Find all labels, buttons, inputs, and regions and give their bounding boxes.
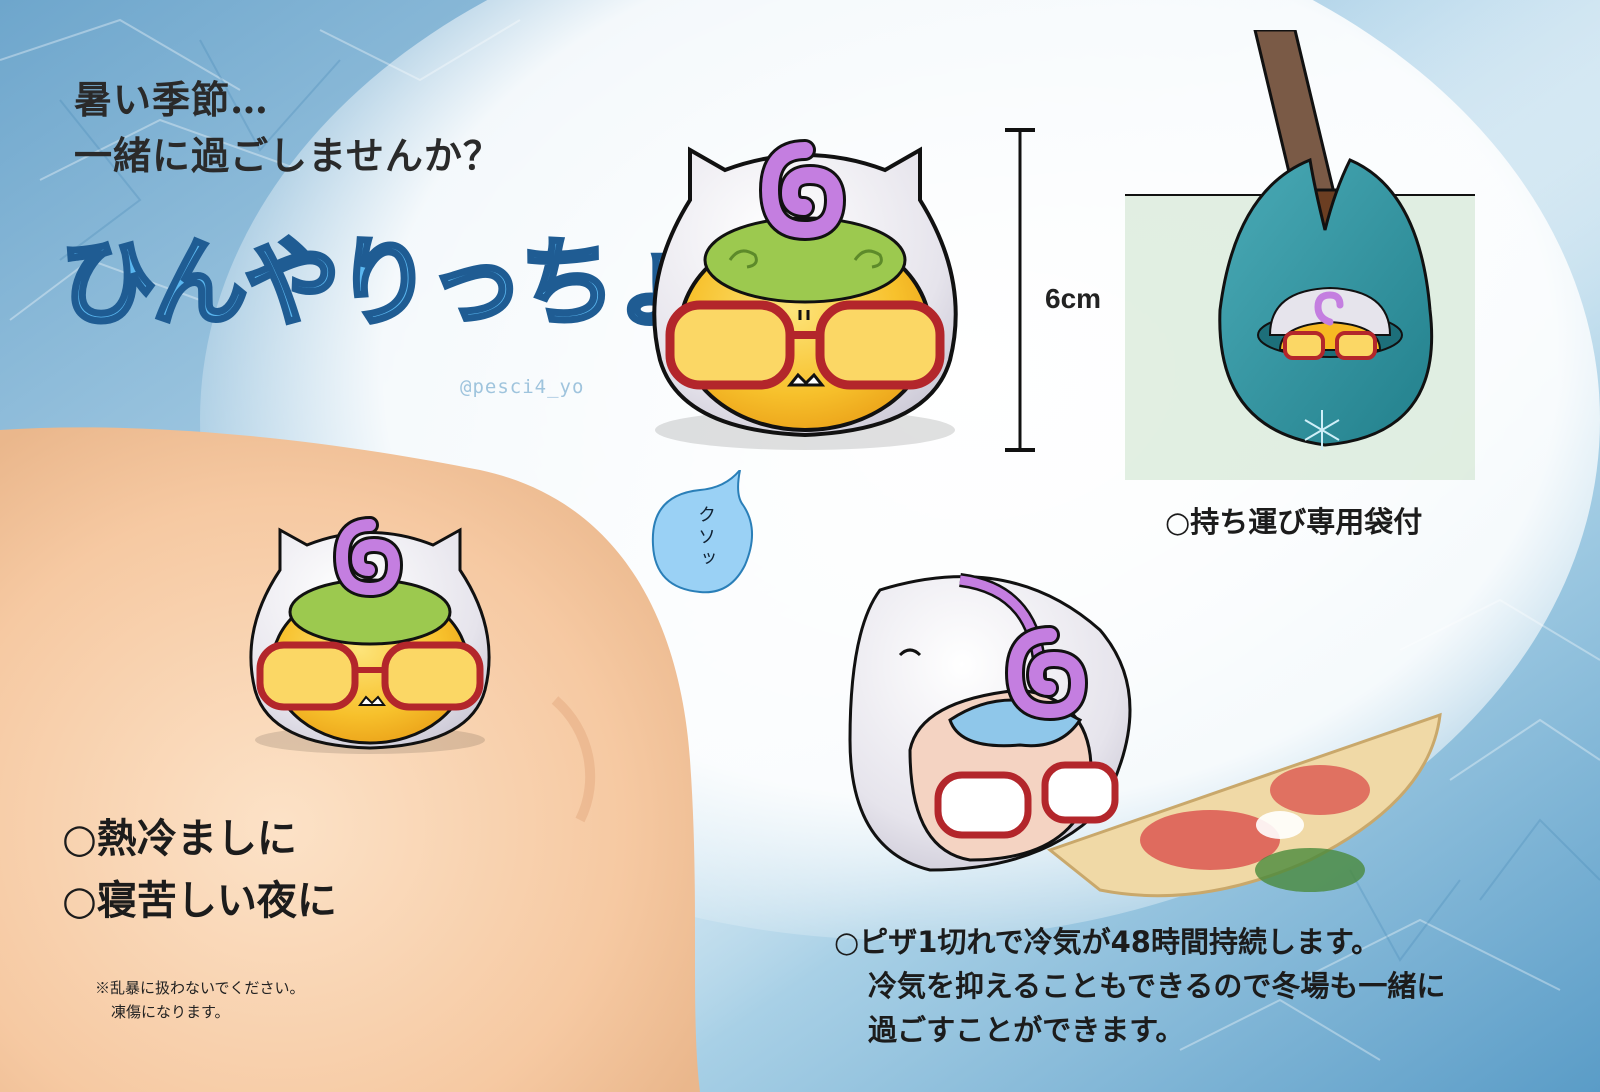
feature-fever: ○熱冷ましに: [62, 816, 297, 862]
size-indicator-bar: [1005, 128, 1035, 452]
feature-night: ○寝苦しい夜に: [62, 878, 337, 924]
forehead-character-illustration: [249, 516, 491, 754]
main-character-illustration: [652, 139, 958, 450]
feature-pizza-line-3: 過ごすことができます。: [868, 1013, 1185, 1047]
warning-line-1: ※乱暴に扱わないでください。: [95, 979, 305, 997]
snowflake-icon: [1304, 410, 1340, 450]
product-logo: ひんやりっちょ: [58, 225, 710, 341]
feature-pizza-line-2: 冷気を抑えることもできるので冬場も一緒に: [868, 969, 1446, 1003]
tagline-line-2: 一緒に過ごしませんか？: [74, 133, 502, 178]
speech-bubble-text: クソッ: [695, 505, 716, 571]
pizza-eating-character-illustration: [848, 573, 1442, 898]
feature-bag: ○持ち運び専用袋付: [1165, 505, 1423, 539]
artist-credit: @pesci4_yo: [460, 376, 585, 398]
size-label: 6cm: [1045, 283, 1102, 314]
tagline-line-1: 暑い季節…: [74, 77, 270, 122]
speech-bubble: [651, 470, 754, 594]
feature-pizza-line-1: ○ピザ1切れで冷気が48時間持続します。: [834, 925, 1381, 959]
carrying-bag-illustration: [1125, 30, 1475, 480]
warning-line-2: 凍傷になります。: [111, 1003, 230, 1021]
